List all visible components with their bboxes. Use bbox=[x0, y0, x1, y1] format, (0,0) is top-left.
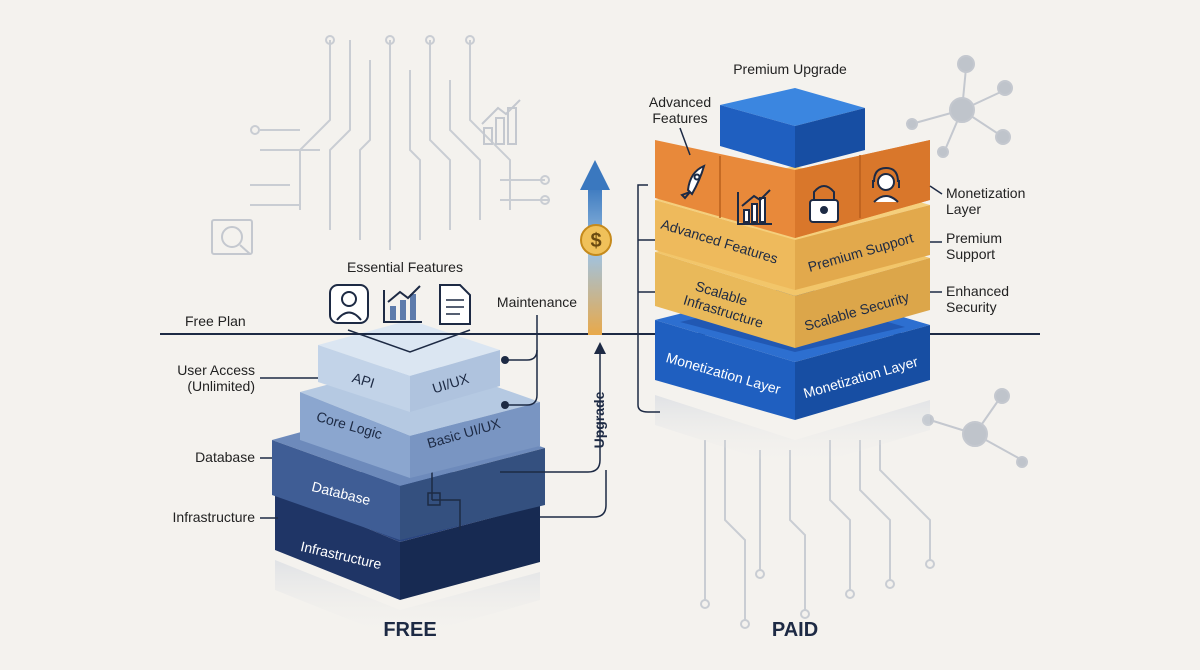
user-access-label: User Access bbox=[177, 362, 255, 378]
premium-upgrade-label: Premium Upgrade bbox=[733, 61, 847, 77]
circuit-decoration-bottom-right bbox=[700, 440, 935, 629]
infrastructure-side-label: Infrastructure bbox=[173, 509, 256, 525]
paid-caption: PAID bbox=[772, 619, 818, 641]
premium-support-side-label-line2: Support bbox=[946, 246, 995, 262]
monetization-side-label-line1: Monetization bbox=[946, 185, 1025, 201]
chart-icon bbox=[737, 189, 772, 225]
dollar-coin-symbol: $ bbox=[590, 230, 601, 252]
essential-features: Essential Features bbox=[329, 259, 471, 325]
free-caption: FREE bbox=[383, 619, 436, 641]
chart-icon bbox=[383, 285, 422, 323]
dollar-coin-icon bbox=[580, 224, 612, 256]
maintenance-label: Maintenance bbox=[497, 294, 577, 310]
free-side-labels: Free Plan User Access (Unlimited) Databa… bbox=[173, 294, 578, 525]
rocket-icon bbox=[680, 164, 706, 200]
user-access-unlimited-label: (Unlimited) bbox=[187, 378, 255, 394]
network-decoration-right bbox=[906, 55, 1028, 468]
upgrade-label: Upgrade bbox=[591, 391, 607, 448]
paid-stack: Monetization Layer Monetization Layer Sc… bbox=[655, 88, 930, 470]
free-stack: Infrastructure Database Core Logic Basic… bbox=[272, 320, 545, 640]
premium-upgrade-cube bbox=[720, 88, 865, 168]
search-decoration-icon bbox=[211, 219, 253, 255]
paid-layer-orange bbox=[655, 140, 930, 238]
headset-icon bbox=[872, 166, 900, 203]
premium-support-side-label-line1: Premium bbox=[946, 230, 1002, 246]
document-icon bbox=[439, 284, 471, 325]
lock-icon bbox=[809, 185, 839, 223]
enhanced-security-side-label-line2: Security bbox=[946, 299, 997, 315]
circuit-decoration-left bbox=[250, 35, 550, 250]
user-icon bbox=[329, 284, 369, 324]
enhanced-security-side-label-line1: Enhanced bbox=[946, 283, 1009, 299]
free-layer-api-label: API bbox=[350, 369, 376, 391]
free-plan-label: Free Plan bbox=[185, 313, 246, 329]
monetization-side-label-line2: Layer bbox=[946, 201, 981, 217]
paid-labels: Premium Upgrade Advanced Features Moneti… bbox=[637, 61, 1025, 413]
advanced-features-top-label-line1: Advanced bbox=[649, 94, 711, 110]
database-side-label: Database bbox=[195, 449, 255, 465]
upgrade-arrow-group: $ Upgrade bbox=[500, 160, 612, 518]
bar-chart-decoration-icon bbox=[481, 99, 521, 145]
essential-features-label: Essential Features bbox=[347, 259, 463, 275]
advanced-features-top-label-line2: Features bbox=[652, 110, 707, 126]
